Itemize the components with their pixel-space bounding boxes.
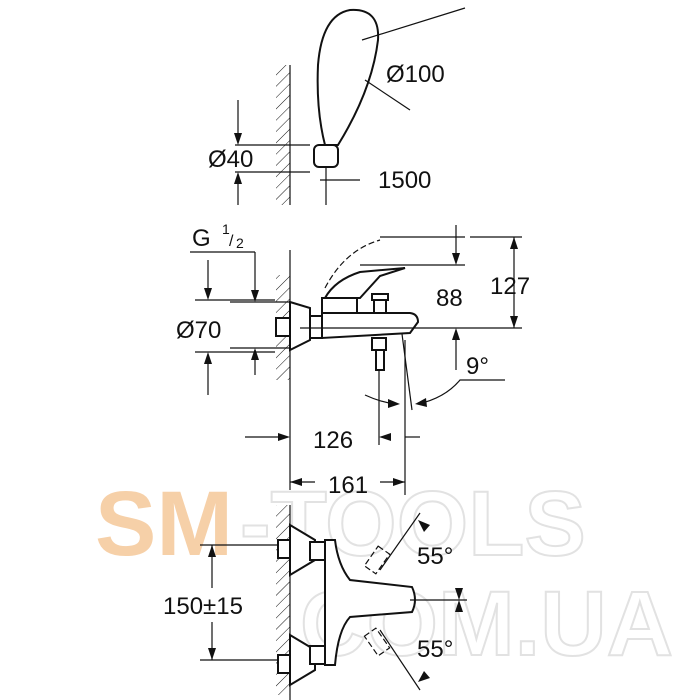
mixer-dimension-lines [190, 225, 522, 495]
label-diverter-projection: 126 [313, 427, 353, 454]
label-lever-height: 88 [436, 285, 463, 312]
label-total-height: 127 [490, 273, 530, 300]
bath-mixer-top-view [200, 512, 467, 691]
label-shower-head-diameter: Ø100 [386, 61, 445, 88]
watermark: SM -TOOLS COM.UA [95, 472, 674, 676]
label-thread: G [192, 225, 211, 252]
wall-top [276, 65, 291, 205]
label-thread-num: 1 [222, 221, 230, 237]
label-lever-angle-down: 55° [417, 636, 453, 663]
label-spout-angle: 9° [466, 353, 489, 380]
label-thread-den: 2 [236, 235, 244, 251]
label-holder-diameter: Ø40 [208, 146, 253, 173]
svg-text:/: / [229, 233, 234, 250]
label-center-distance: 150±15 [163, 593, 243, 620]
watermark-sm: SM [95, 473, 233, 575]
label-spout-projection: 161 [328, 472, 368, 499]
wall-middle [276, 250, 291, 490]
label-lever-angle-up: 55° [417, 543, 453, 570]
label-hose-length: 1500 [378, 167, 431, 194]
hand-shower [234, 7, 466, 205]
label-escutcheon-diameter: Ø70 [176, 317, 221, 344]
bath-mixer-side [275, 239, 420, 411]
